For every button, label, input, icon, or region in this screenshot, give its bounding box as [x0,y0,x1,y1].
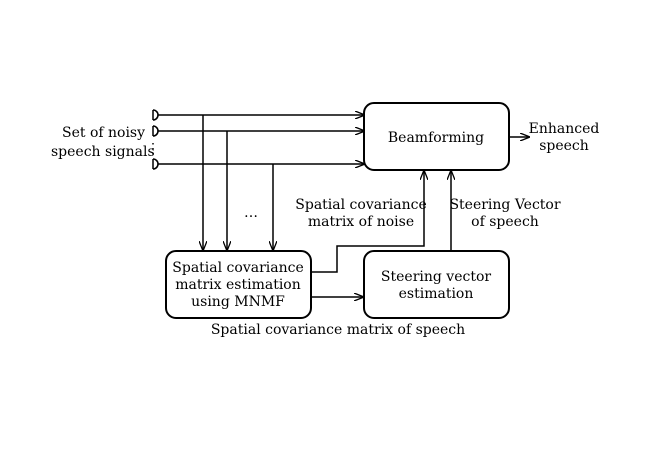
steering-estimation-line2: estimation [399,286,474,302]
scm-estimation-line2: matrix estimation [175,277,301,293]
output-label-line2: speech [539,138,589,154]
noise-scm-label-line1: Spatial covariance [295,197,426,213]
microphone-icon [152,158,159,170]
scm-estimation-block [165,250,312,319]
microphone-icon [152,109,159,121]
input-ellipsis: ⋮ [146,141,160,157]
microphone-icon [152,125,159,137]
input-label-line2: speech signals [51,144,155,160]
output-label-line1: Enhanced [529,121,600,137]
speech-scm-label: Spatial covariance matrix of speech [211,322,465,338]
beamforming-label: Beamforming [388,130,484,146]
noise-scm-label-line2: matrix of noise [308,214,414,230]
steering-estimation-block [363,250,510,319]
scm-estimation-line3: using MNMF [191,294,285,310]
scm-estimation-line1: Spatial covariance [172,260,303,276]
steering-vector-label-line2: of speech [471,214,539,230]
steering-estimation-line1: Steering vector [381,269,491,285]
noise-scm-arrow [311,171,424,273]
branch-ellipsis: … [244,205,258,221]
input-label-line1: Set of noisy [62,125,145,141]
steering-vector-label-line1: Steering Vector [449,197,560,213]
